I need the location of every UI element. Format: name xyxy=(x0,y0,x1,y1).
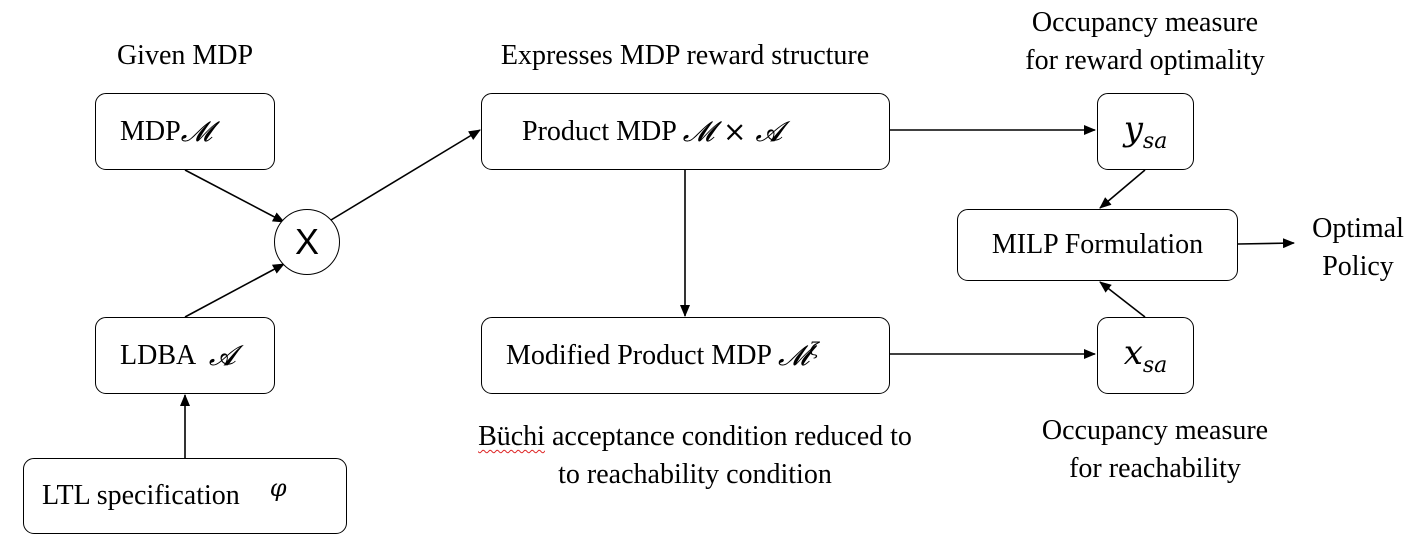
occupancy-reward-label: Occupancy measure for reward optimality xyxy=(990,4,1300,80)
arrow-product-op-to-product xyxy=(330,129,481,221)
mdp-box: MDP 𝓜 xyxy=(95,93,275,170)
xsa-base: x xyxy=(1123,333,1143,374)
modified-product-mdp-symbol: 𝓜 xyxy=(777,338,810,372)
occupancy-reach-label: Occupancy measure for reachability xyxy=(1000,412,1310,488)
ldba-box: LDBA 𝓐 xyxy=(95,317,275,394)
buchi-label: Büchi acceptance condition reduced to to… xyxy=(430,418,960,494)
buchi-word: Büchi xyxy=(478,421,545,452)
expresses-label: Expresses MDP reward structure xyxy=(500,40,870,71)
buchi-line2: to reachability condition xyxy=(558,459,832,490)
buchi-line1: Büchi acceptance condition reduced to xyxy=(430,418,960,456)
optimal-line2: Policy xyxy=(1322,251,1394,282)
xsa-node: xsa xyxy=(1097,317,1194,394)
ysa-node: ysa xyxy=(1097,93,1194,170)
modified-product-mdp-label: Modified Product MDP xyxy=(506,339,778,371)
ysa-variable: ysa xyxy=(1124,109,1168,154)
ysa-sub: sa xyxy=(1142,128,1168,154)
optimal-policy-label: Optimal Policy xyxy=(1296,210,1420,286)
given-mdp-label: Given MDP xyxy=(116,40,254,71)
ltl-box: LTL specification φ xyxy=(23,458,347,534)
product-mdp-box: Product MDP 𝓜 × 𝓐 xyxy=(481,93,890,170)
mdp-box-label: MDP xyxy=(120,115,181,147)
product-mdp-symbol: 𝓜 × 𝓐 xyxy=(682,114,783,148)
zeta-superscript: ζ xyxy=(809,339,820,360)
product-operator-symbol: X xyxy=(294,221,319,262)
ldba-box-label: LDBA xyxy=(120,339,209,371)
buchi-line1-rest: acceptance condition reduced to xyxy=(544,421,912,452)
arrow-ysa-to-milp xyxy=(1099,169,1146,209)
ysa-base: y xyxy=(1123,109,1143,150)
phi-symbol: φ xyxy=(269,474,287,502)
arrow-milp-to-policy xyxy=(1237,238,1295,249)
arrow-xsa-to-milp xyxy=(1099,281,1146,318)
occupancy-reward-line2: for reward optimality xyxy=(1025,45,1265,76)
occupancy-reach-line2: for reachability xyxy=(1069,453,1241,484)
ldba-symbol: 𝓐 xyxy=(208,338,236,372)
mdp-symbol: 𝓜 xyxy=(180,114,213,148)
optimal-line1: Optimal xyxy=(1312,213,1404,244)
arrow-ldba-to-product-op xyxy=(184,263,285,318)
occupancy-reach-line1: Occupancy measure xyxy=(1041,415,1269,446)
xsa-variable: xsa xyxy=(1124,333,1168,378)
occupancy-reward-line1: Occupancy measure xyxy=(1031,7,1259,38)
milp-formulation-label: MILP Formulation xyxy=(991,229,1204,260)
milp-formulation-box: MILP Formulation xyxy=(957,209,1238,281)
arrow-mdp-to-product-op xyxy=(184,169,285,223)
product-mdp-label: Product MDP xyxy=(522,115,683,147)
ltl-box-label: LTL specification xyxy=(42,480,240,511)
xsa-sub: sa xyxy=(1142,352,1168,378)
product-operator-node: X xyxy=(274,209,340,275)
